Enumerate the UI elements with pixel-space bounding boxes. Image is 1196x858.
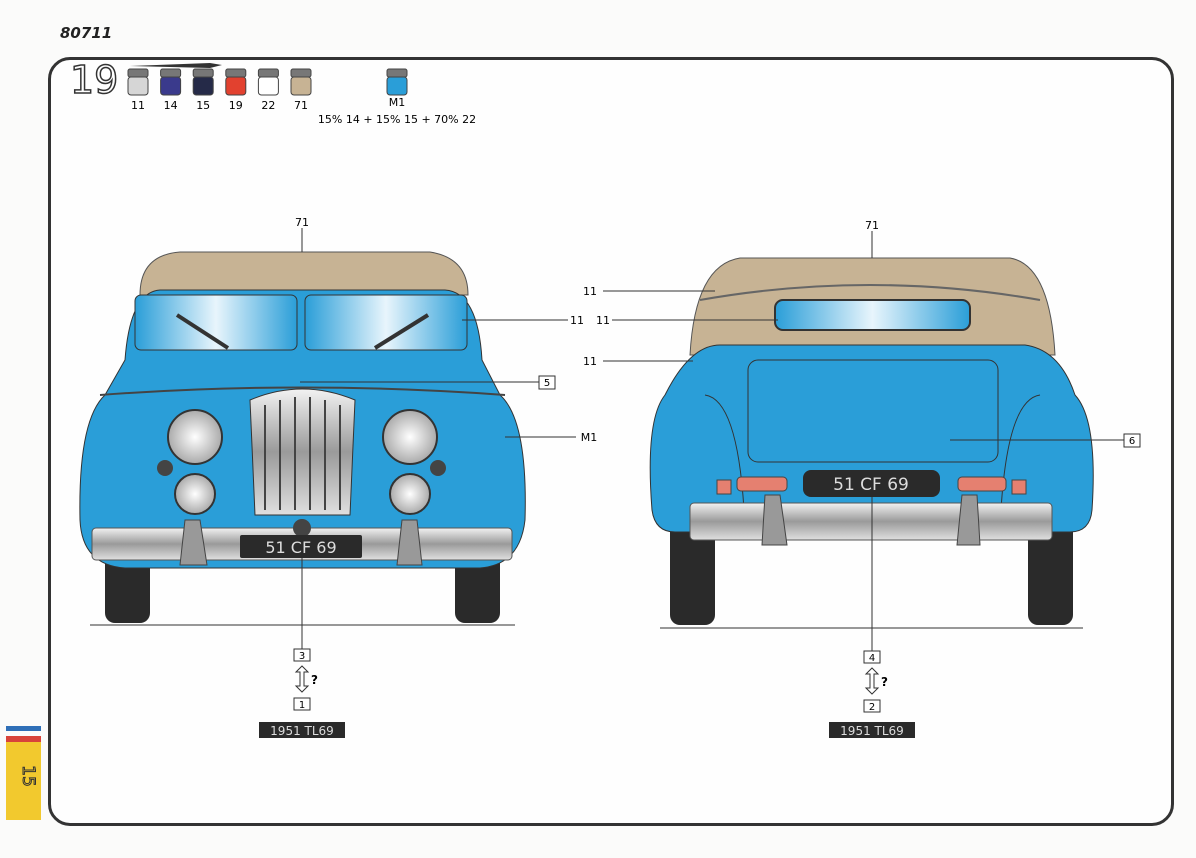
paint-jar-14: 14 <box>160 68 182 112</box>
car-rear-view: 51 CF 69 <box>649 257 1094 629</box>
swap-arrow-icon <box>864 667 880 695</box>
callout-top-trim: 11 <box>583 285 597 298</box>
question-mark-rear: ? <box>881 675 888 689</box>
callout-roof-rear: 71 <box>865 219 879 232</box>
paint-jar-m1: M1 15% 14 + 15% 15 + 70% 22 <box>318 68 476 126</box>
paint-label: 15 <box>196 99 210 112</box>
callout-body-front: M1 <box>581 431 598 444</box>
front-callouts <box>293 228 576 711</box>
rear-callouts <box>603 231 1141 713</box>
paint-jar-15: 15 <box>192 68 214 112</box>
kit-code: 80711 <box>60 24 113 42</box>
rear-plate-text: 51 CF 69 <box>833 475 909 495</box>
paintbrush-icon <box>130 63 222 68</box>
car-front-view: 51 CF 69 <box>79 251 526 626</box>
paint-label: 19 <box>229 99 243 112</box>
callout-windshield: 11 <box>570 314 584 327</box>
question-mark-front: ? <box>311 673 318 687</box>
callout-part-6: 6 <box>1129 436 1135 447</box>
step-number: 19 <box>70 58 118 102</box>
paint-label: 14 <box>164 99 178 112</box>
front-plate-text: 51 CF 69 <box>265 538 336 557</box>
paint-jar-19: 19 <box>225 68 247 112</box>
page-number: 15 <box>18 765 38 787</box>
callout-part-3: 3 <box>299 651 305 662</box>
decal-plate-rear: 1951 TL69 <box>840 724 904 738</box>
paint-jar-11: 11 <box>127 68 149 112</box>
callout-lower-trim: 11 <box>583 355 597 368</box>
paint-label: 22 <box>261 99 275 112</box>
callout-roof-front: 71 <box>295 216 309 229</box>
paint-label: 71 <box>294 99 308 112</box>
swap-arrow-icon <box>294 665 310 693</box>
paint-jar-71: 71 <box>290 68 312 112</box>
paint-jar-22: 22 <box>257 68 279 112</box>
mix-formula: 15% 14 + 15% 15 + 70% 22 <box>318 113 476 126</box>
decal-2-label: 2 <box>869 702 875 713</box>
callout-part-5: 5 <box>544 378 550 389</box>
callout-part-4: 4 <box>869 653 875 664</box>
decal-1-label: 1 <box>299 700 305 711</box>
mix-label: M1 <box>389 96 406 109</box>
paint-label: 11 <box>131 99 145 112</box>
decal-plate-front: 1951 TL69 <box>270 724 334 738</box>
page-tab: 15 <box>6 726 41 820</box>
callout-rear-window: 11 <box>596 314 610 327</box>
